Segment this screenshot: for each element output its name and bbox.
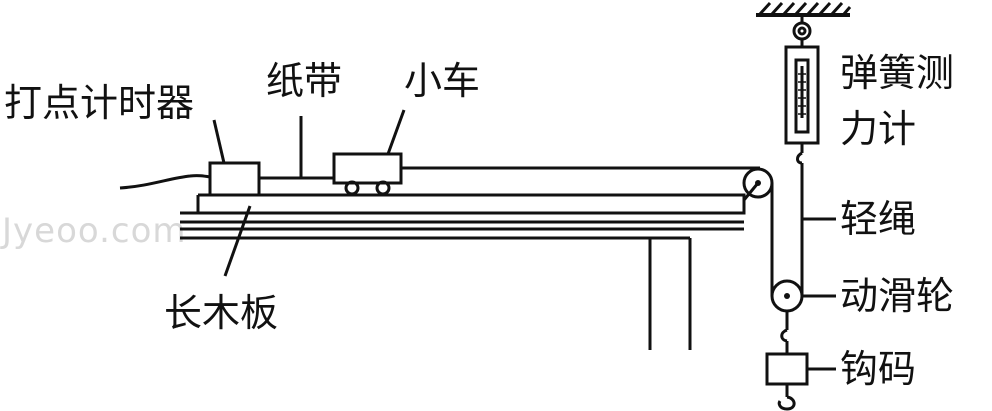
label-pulley: 动滑轮 [840, 274, 954, 318]
long-board [180, 193, 746, 231]
leader-timer [212, 119, 226, 164]
movable-pulley [770, 279, 804, 343]
leader-cart [386, 109, 406, 155]
watermark: Jyeoo.com [0, 211, 187, 251]
label-rope: 轻绳 [840, 197, 916, 241]
label-tape: 纸带 [266, 59, 342, 103]
leader-board [223, 205, 252, 277]
table [180, 236, 692, 350]
ceiling [756, 1, 852, 17]
cart [332, 152, 403, 196]
label-weight: 钩码 [840, 347, 916, 391]
label-board: 长木板 [164, 291, 278, 335]
hook-weight [765, 341, 809, 411]
timer-box [208, 161, 261, 197]
label-timer: 打点计时器 [4, 81, 194, 125]
label-scale-line2: 力计 [840, 107, 916, 151]
fixed-pulley [742, 167, 774, 201]
label-cart: 小车 [404, 59, 480, 103]
spring-scale [784, 15, 820, 165]
timer-cable [119, 174, 211, 190]
label-scale-line1: 弹簧测 [840, 51, 954, 95]
